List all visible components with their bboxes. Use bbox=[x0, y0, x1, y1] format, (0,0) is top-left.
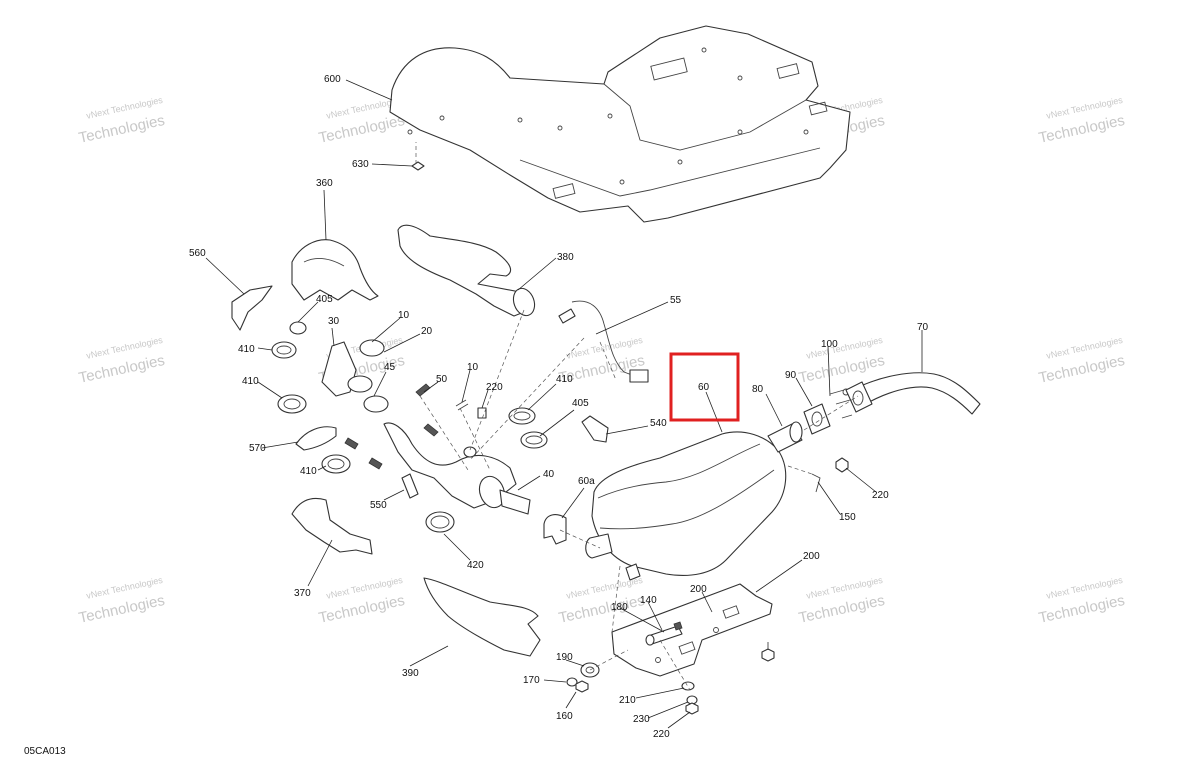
part-220-nut-a bbox=[477, 407, 487, 419]
callout-160[interactable]: 160 bbox=[556, 711, 573, 722]
callout-410[interactable]: 410 bbox=[238, 344, 255, 355]
part-600-skid-plate bbox=[389, 25, 851, 223]
part-570-shield bbox=[295, 426, 337, 451]
callout-60[interactable]: 60 bbox=[698, 382, 710, 393]
callout-390[interactable]: 390 bbox=[402, 668, 419, 679]
callout-405[interactable]: 405 bbox=[316, 294, 333, 305]
callout-40[interactable]: 40 bbox=[543, 469, 555, 480]
part-80-tube bbox=[767, 421, 803, 453]
callout-550[interactable]: 550 bbox=[370, 500, 387, 511]
part-380-shield bbox=[397, 224, 536, 317]
callout-380[interactable]: 380 bbox=[557, 252, 574, 263]
part-45-spring bbox=[415, 383, 431, 397]
callout-150[interactable]: 150 bbox=[839, 512, 856, 523]
part-gasket-ring bbox=[347, 375, 389, 413]
callout-45[interactable]: 45 bbox=[384, 362, 396, 373]
part-220-nut-b bbox=[835, 457, 849, 473]
callout-410[interactable]: 410 bbox=[242, 376, 259, 387]
callout-405[interactable]: 405 bbox=[572, 398, 589, 409]
part-150-bolt bbox=[811, 473, 821, 493]
part-405-gasket-b bbox=[520, 431, 548, 449]
callout-420[interactable]: 420 bbox=[467, 560, 484, 571]
callout-560[interactable]: 560 bbox=[189, 248, 206, 259]
callout-410[interactable]: 410 bbox=[300, 466, 317, 477]
callout-90[interactable]: 90 bbox=[785, 370, 797, 381]
part-55-oxygen-sensor bbox=[558, 300, 649, 383]
part-160-nut bbox=[575, 680, 589, 693]
callout-60a[interactable]: 60a bbox=[578, 476, 595, 487]
callout-140[interactable]: 140 bbox=[640, 595, 657, 606]
callout-30[interactable]: 30 bbox=[328, 316, 340, 327]
callout-220[interactable]: 220 bbox=[486, 382, 503, 393]
callout-70[interactable]: 70 bbox=[917, 322, 929, 333]
part-220-nut-c bbox=[685, 702, 699, 715]
part-410-clamp-b bbox=[277, 394, 307, 414]
callout-600[interactable]: 600 bbox=[324, 74, 341, 85]
part-370-shield bbox=[291, 497, 373, 555]
callout-360[interactable]: 360 bbox=[316, 178, 333, 189]
part-420-clamp bbox=[425, 511, 455, 533]
part-410-clamp-d bbox=[508, 407, 536, 425]
callout-410[interactable]: 410 bbox=[556, 374, 573, 385]
part-70-tailpipe bbox=[845, 372, 981, 415]
part-360-heat-shield bbox=[291, 239, 379, 301]
part-410-clamp-a bbox=[271, 341, 297, 359]
part-180-pin bbox=[673, 621, 683, 631]
part-spring-c bbox=[344, 437, 359, 450]
callout-570[interactable]: 570 bbox=[249, 443, 266, 454]
callout-100[interactable]: 100 bbox=[821, 339, 838, 350]
callout-80[interactable]: 80 bbox=[752, 384, 764, 395]
part-630-fastener bbox=[411, 161, 425, 171]
part-560-shield bbox=[231, 285, 273, 331]
callout-540[interactable]: 540 bbox=[650, 418, 667, 429]
part-60a-clamp bbox=[543, 514, 567, 545]
part-60-muffler bbox=[585, 431, 787, 581]
part-40-exhaust-pipe bbox=[383, 422, 531, 515]
part-20-ring bbox=[359, 339, 385, 357]
callout-220[interactable]: 220 bbox=[653, 729, 670, 740]
callout-labels: 600 630 360 560 380 405 30 10 20 410 55 … bbox=[189, 74, 929, 740]
part-200-bracket bbox=[611, 583, 773, 677]
part-60-highlight-box[interactable] bbox=[669, 352, 740, 422]
part-30-pipe bbox=[321, 341, 357, 397]
callout-190[interactable]: 190 bbox=[556, 652, 573, 663]
callout-10[interactable]: 10 bbox=[467, 362, 479, 373]
callout-180[interactable]: 180 bbox=[611, 602, 628, 613]
callout-200[interactable]: 200 bbox=[803, 551, 820, 562]
part-50-spring bbox=[423, 423, 439, 437]
part-405-gasket bbox=[289, 321, 307, 335]
callout-210[interactable]: 210 bbox=[619, 695, 636, 706]
callout-630[interactable]: 630 bbox=[352, 159, 369, 170]
callout-55[interactable]: 55 bbox=[670, 295, 682, 306]
diagram-code-label: 05CA013 bbox=[24, 746, 66, 757]
part-210-washer bbox=[681, 681, 695, 691]
callout-170[interactable]: 170 bbox=[523, 675, 540, 686]
part-170-washer bbox=[566, 677, 578, 687]
callout-200[interactable]: 200 bbox=[690, 584, 707, 595]
part-140-pin bbox=[645, 625, 683, 646]
callout-50[interactable]: 50 bbox=[436, 374, 448, 385]
assembly-lines bbox=[415, 142, 859, 691]
callout-230[interactable]: 230 bbox=[633, 714, 650, 725]
part-540-shield bbox=[581, 415, 609, 443]
part-390-shield bbox=[423, 577, 541, 657]
part-90-gasket bbox=[803, 403, 831, 435]
callout-370[interactable]: 370 bbox=[294, 588, 311, 599]
part-550-plug bbox=[401, 473, 419, 499]
leader-lines bbox=[205, 79, 923, 729]
part-410-clamp-c bbox=[321, 454, 351, 474]
part-10-clip bbox=[455, 399, 469, 411]
callout-10[interactable]: 10 bbox=[398, 310, 410, 321]
callout-220[interactable]: 220 bbox=[872, 490, 889, 501]
part-bracket-bolt bbox=[761, 642, 775, 662]
part-spring-d bbox=[368, 457, 383, 470]
callout-20[interactable]: 20 bbox=[421, 326, 433, 337]
